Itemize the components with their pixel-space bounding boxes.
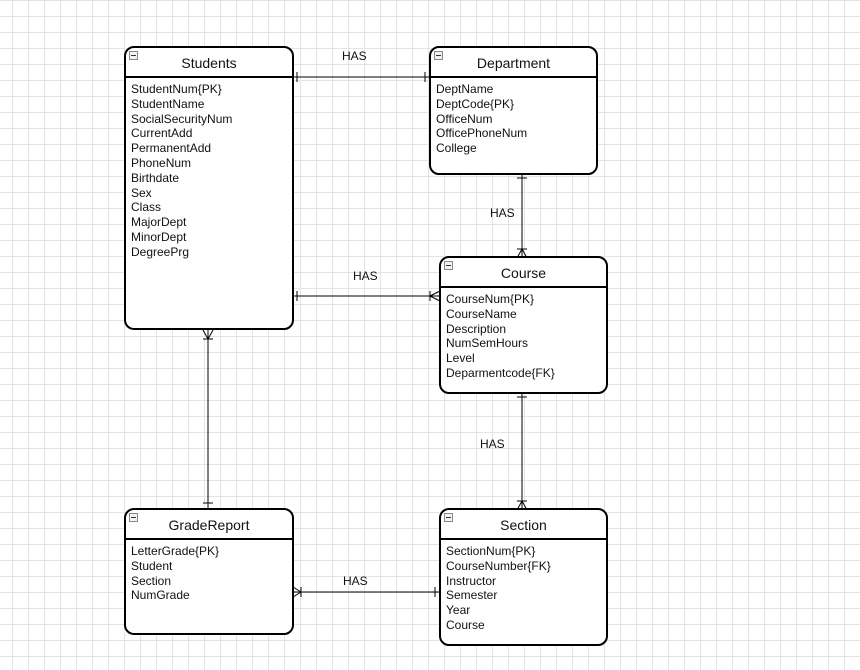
attribute: SectionNum{PK} <box>446 544 536 558</box>
attribute: Class <box>131 200 162 215</box>
attribute: PhoneNum <box>131 155 192 170</box>
entity-title: Students <box>181 55 237 71</box>
attribute: StudentNum{PK} <box>131 82 222 96</box>
relationship-label-students-course: HAS <box>353 269 378 283</box>
attribute: DegreePrg <box>131 244 190 259</box>
entity-gradereport[interactable]: GradeReport LetterGrade{PK} Student Sect… <box>124 508 294 635</box>
relationship-label-course-section: HAS <box>480 437 505 451</box>
relationship-label-students-department: HAS <box>342 49 367 63</box>
entity-header: GradeReport <box>126 510 292 540</box>
attribute: Student <box>131 558 173 573</box>
entity-department[interactable]: Department DeptName DeptCode{PK} OfficeN… <box>429 46 598 175</box>
attribute: MinorDept <box>131 229 187 244</box>
attribute: CurrentAdd <box>131 126 193 141</box>
connector-course-section[interactable] <box>516 393 528 511</box>
entity-header: Course <box>441 258 606 288</box>
attribute: DeptCode{PK} <box>436 96 515 111</box>
connector-gradereport-section[interactable] <box>292 586 440 598</box>
attribute: MajorDept <box>131 215 187 230</box>
attribute: Instructor <box>446 573 497 588</box>
connector-students-course[interactable] <box>293 290 441 302</box>
connector-students-department[interactable] <box>293 72 430 82</box>
relationship-label-department-course: HAS <box>490 206 515 220</box>
attribute: NumSemHours <box>446 336 529 351</box>
entity-title: Department <box>476 55 551 71</box>
entity-header: Students <box>126 48 292 78</box>
attribute: Birthdate <box>131 170 180 185</box>
attribute: CourseNumber{FK} <box>446 558 551 573</box>
attribute-list: StudentNum{PK} StudentName SocialSecurit… <box>126 78 292 260</box>
attribute: CourseName <box>446 306 517 321</box>
attribute: OfficePhoneNum <box>436 126 528 141</box>
entity-students[interactable]: Students StudentNum{PK} StudentName Soci… <box>124 46 294 330</box>
attribute: OfficeNum <box>436 111 493 126</box>
attribute: CourseNum{PK} <box>446 292 535 306</box>
entity-section[interactable]: Section SectionNum{PK} CourseNumber{FK} … <box>439 508 608 646</box>
entity-course[interactable]: Course CourseNum{PK} CourseName Descript… <box>439 256 608 394</box>
collapse-icon[interactable] <box>444 513 453 522</box>
attribute-list: DeptName DeptCode{PK} OfficeNum OfficePh… <box>431 78 596 156</box>
attribute: Section <box>131 573 172 588</box>
attribute-list: CourseNum{PK} CourseName Description Num… <box>441 288 606 381</box>
attribute: Deparmentcode{FK} <box>446 365 555 380</box>
collapse-icon[interactable] <box>434 51 443 60</box>
attribute: Description <box>446 321 507 336</box>
collapse-icon[interactable] <box>129 51 138 60</box>
attribute: Course <box>446 617 485 632</box>
entity-title: Course <box>500 265 547 281</box>
attribute: Semester <box>446 588 498 603</box>
attribute: StudentName <box>131 96 205 111</box>
attribute: College <box>436 141 477 156</box>
entity-header: Department <box>431 48 596 78</box>
attribute: LetterGrade{PK} <box>131 544 220 558</box>
attribute-list: LetterGrade{PK} Student Section NumGrade <box>126 540 292 603</box>
attribute-list: SectionNum{PK} CourseNumber{FK} Instruct… <box>441 540 606 633</box>
entity-header: Section <box>441 510 606 540</box>
attribute: Sex <box>131 185 152 200</box>
collapse-icon[interactable] <box>444 261 453 270</box>
entity-title: GradeReport <box>168 517 250 533</box>
connector-students-gradereport[interactable] <box>202 329 214 510</box>
relationship-label-gradereport-section: HAS <box>343 574 368 588</box>
attribute: Year <box>446 603 471 618</box>
connector-department-course[interactable] <box>516 174 528 259</box>
entity-title: Section <box>500 517 547 533</box>
attribute: Level <box>446 351 475 366</box>
attribute: PermanentAdd <box>131 141 212 156</box>
attribute: NumGrade <box>131 588 190 603</box>
attribute: SocialSecurityNum <box>131 111 233 126</box>
collapse-icon[interactable] <box>129 513 138 522</box>
attribute: DeptName <box>436 82 494 96</box>
